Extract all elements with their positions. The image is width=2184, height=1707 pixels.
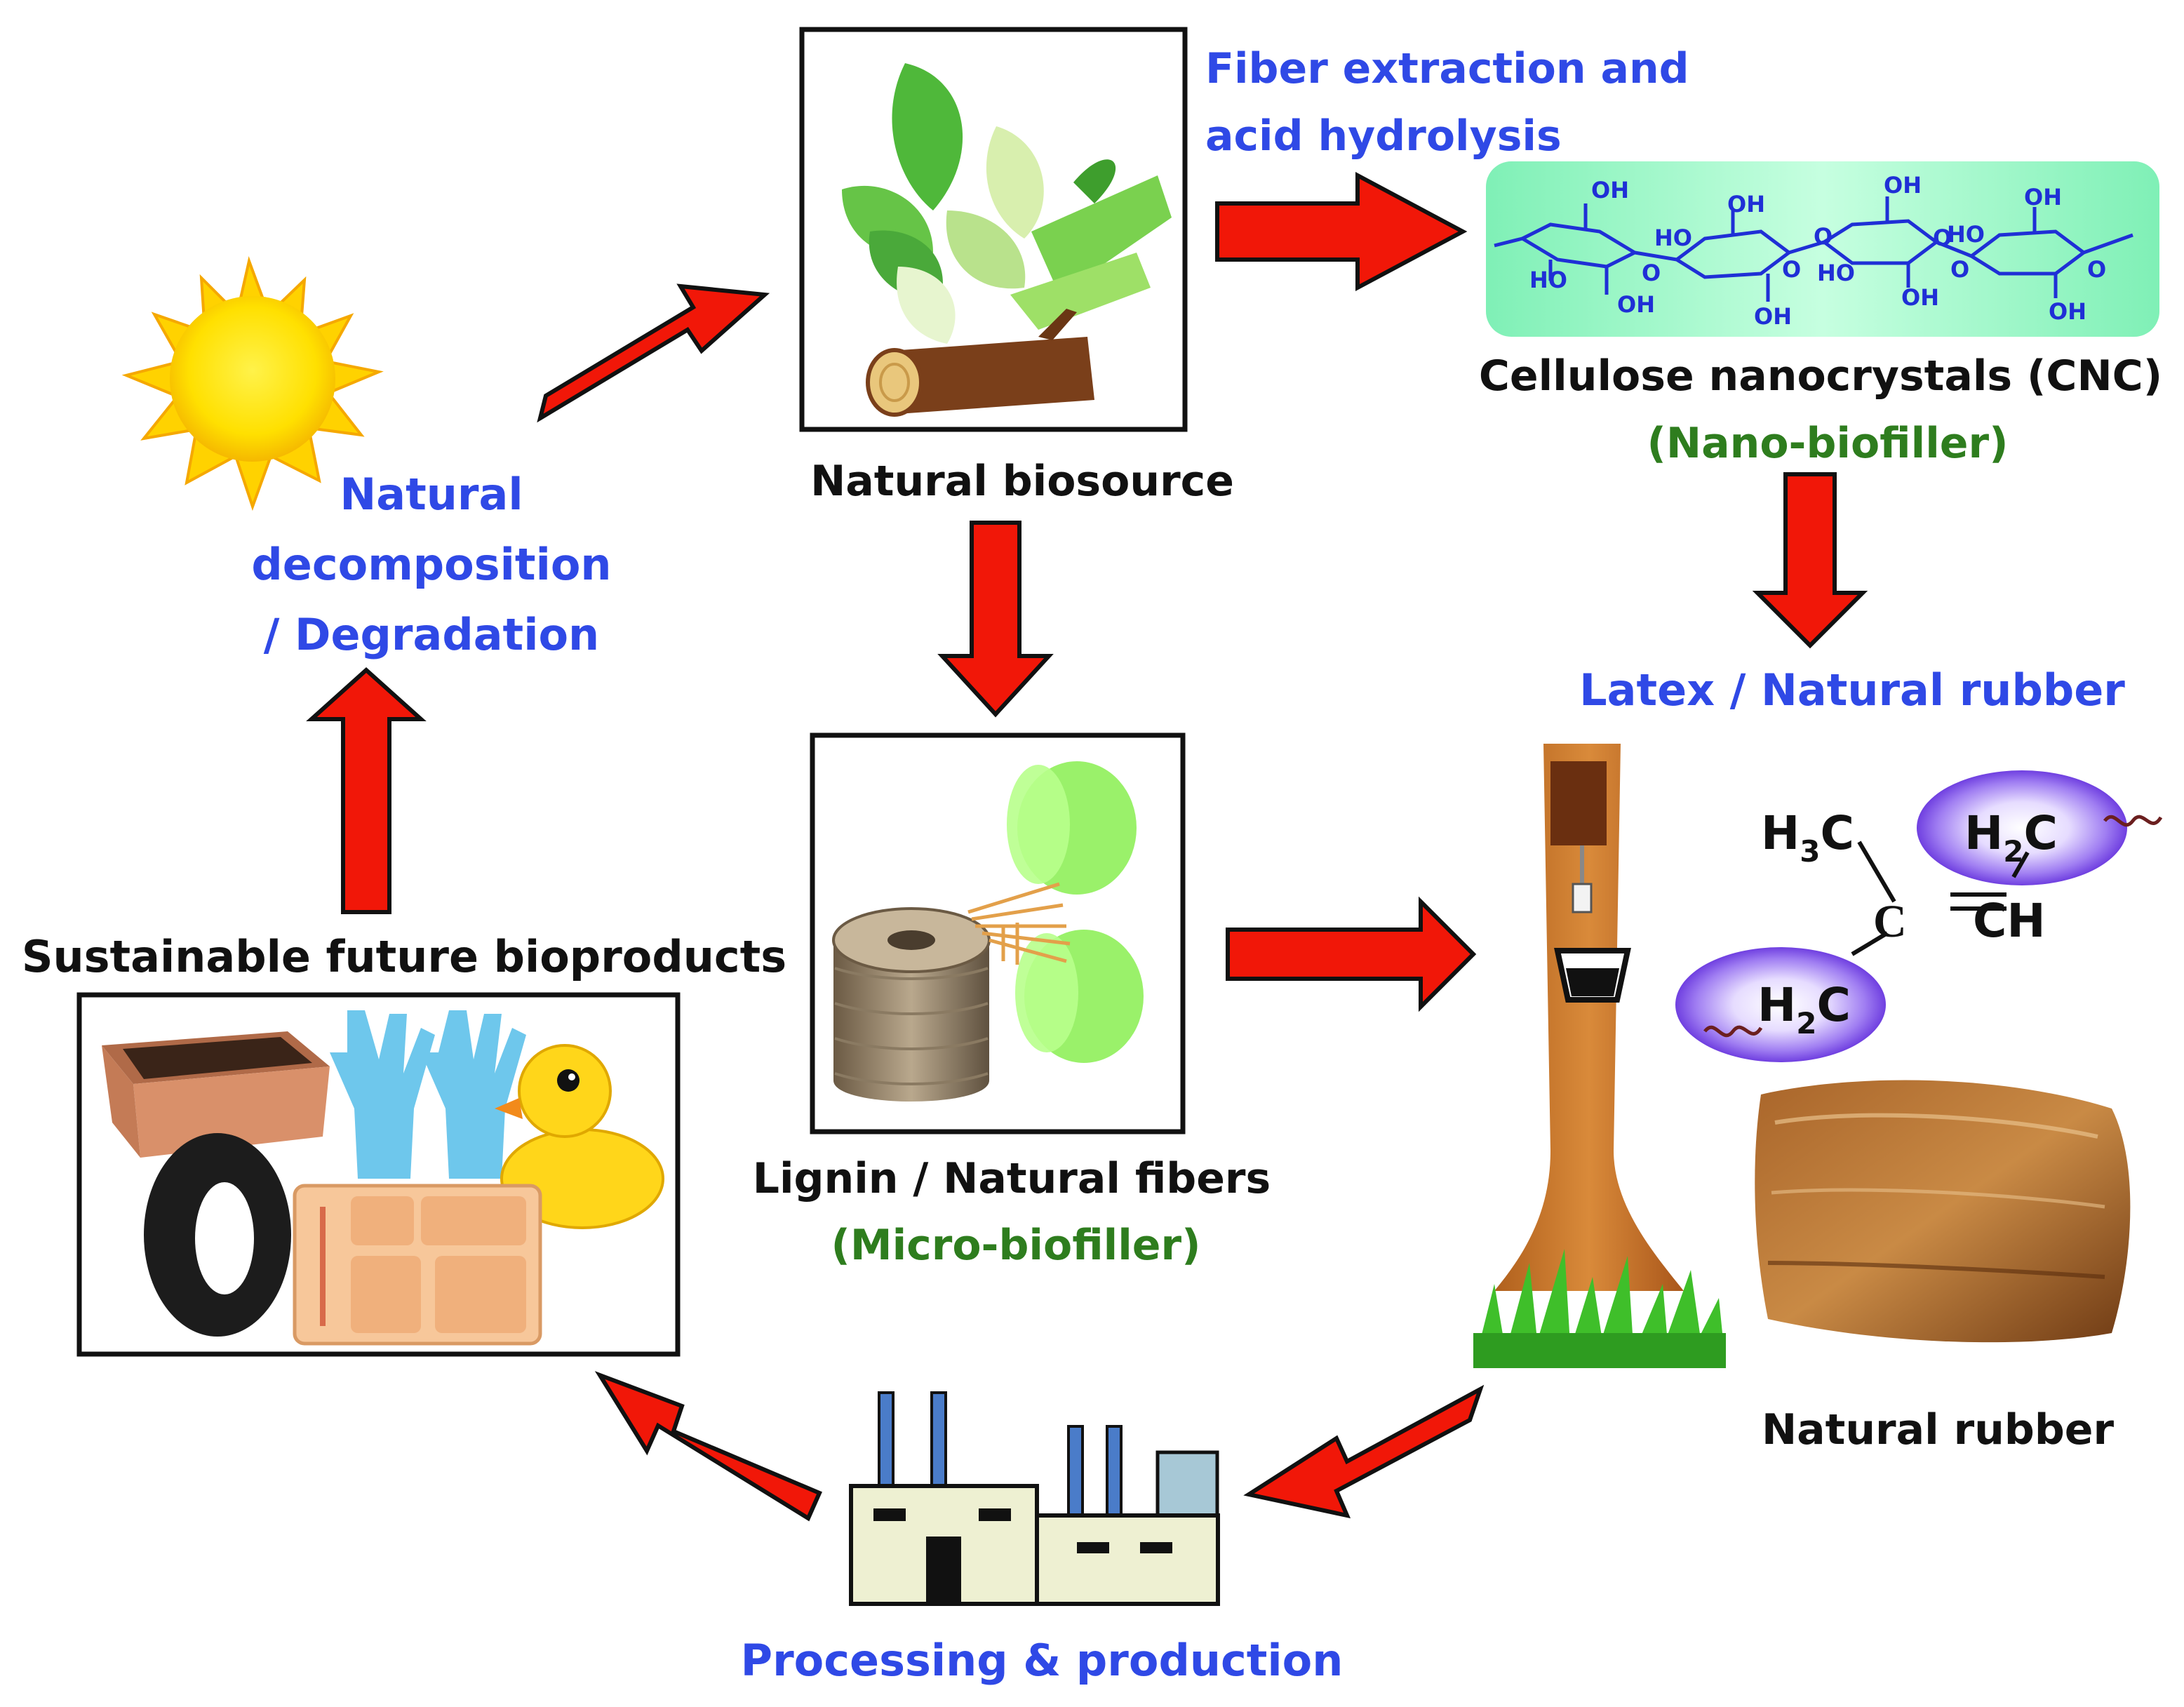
h3c-label: H3C	[1761, 806, 1854, 869]
fiber-extraction-label-line1: Fiber extraction and	[1205, 44, 1689, 93]
spool-illustration	[832, 907, 991, 1102]
decomposition-label-line2: decomposition	[251, 539, 611, 590]
arrow-factory-to-bioproducts	[594, 1371, 822, 1522]
oh-label: OH	[2024, 184, 2062, 210]
lignin-subtitle-label: (Micro-biofiller)	[831, 1221, 1200, 1270]
decomposition-label-line1: Natural	[340, 469, 523, 520]
oh-label: OH	[1901, 284, 1939, 311]
tire-icon	[144, 1133, 291, 1337]
bioproducts-box	[76, 992, 681, 1357]
o-label: O	[1782, 256, 1801, 283]
lignin-title-label: Lignin / Natural fibers	[753, 1154, 1271, 1203]
cnc-molecule-panel: OH HO HO OH O OH O OH O OH HO OH O HO OH…	[1486, 161, 2159, 337]
natural-rubber-block-illustration	[1755, 1080, 2131, 1343]
tap-cut	[1550, 761, 1607, 845]
arrow-biosource-to-fibers	[937, 521, 1054, 718]
oh-label: OH	[1884, 172, 1922, 199]
purple-glow-top	[1917, 770, 2127, 885]
oh-label: OH	[1591, 177, 1629, 203]
oh-label: OH	[1617, 291, 1655, 318]
arrow-fibers-to-latex	[1226, 896, 1477, 1012]
central-carbon-label: C	[1873, 896, 1907, 947]
leaves-illustration	[842, 63, 1172, 344]
latex-cup-icon	[1554, 948, 1631, 1003]
arrow-biosource-to-cnc	[1215, 172, 1468, 291]
o-label: O	[1814, 223, 1833, 250]
oh-label: OH	[1727, 191, 1765, 217]
sun-icon	[121, 255, 384, 511]
natural-fibers-box	[810, 732, 1186, 1134]
factory-icon	[849, 1391, 1220, 1606]
h2c-top-label: H2C	[1964, 806, 2058, 869]
oh-label: OH	[2049, 298, 2086, 325]
cnc-title-label: Cellulose nanocrystals (CNC)	[1479, 352, 2162, 401]
ch-label: CH	[1973, 894, 2046, 948]
natural-rubber-label: Natural rubber	[1762, 1405, 2115, 1454]
food-tray-icon	[293, 1184, 542, 1346]
fiber-cylinders-illustration	[967, 761, 1144, 1063]
h2c-bottom-label: H2C	[1757, 978, 1851, 1040]
rubber-tree-illustration	[1473, 744, 1726, 1368]
o-label: O	[1950, 256, 1969, 283]
o-label: O	[2087, 256, 2106, 283]
oh-label: OH	[1754, 303, 1792, 330]
arrows	[306, 172, 1868, 1522]
log-illustration	[866, 309, 1094, 417]
cnc-panel-background	[1486, 161, 2159, 337]
latex-label: Latex / Natural rubber	[1579, 664, 2125, 716]
natural-biosource-label: Natural biosource	[810, 457, 1234, 506]
arrow-tree-to-factory	[1243, 1384, 1485, 1519]
sustainable-products-label: Sustainable future bioproducts	[22, 931, 786, 982]
box-container-icon	[102, 1031, 330, 1158]
ho-label: HO	[1654, 225, 1692, 251]
ho-label: HO	[1947, 221, 1985, 248]
arrow-bioproducts-to-decomposition	[306, 667, 427, 914]
decomposition-label-line3: / Degradation	[264, 609, 599, 660]
arrow-cnc-to-latex	[1752, 472, 1868, 649]
processing-label: Processing & production	[741, 1635, 1344, 1686]
fiber-extraction-label-line2: acid hydrolysis	[1205, 112, 1562, 161]
cellulose-group-labels: OH HO HO OH O OH O OH O OH HO OH O HO OH…	[1529, 172, 2106, 330]
grass-icon	[1473, 1249, 1726, 1368]
gloves-icon	[330, 1010, 526, 1179]
ho-label: HO	[1817, 260, 1855, 286]
natural-biosource-box	[799, 27, 1188, 432]
o-label: O	[1642, 260, 1661, 286]
cnc-subtitle-label: (Nano-biofiller)	[1647, 419, 2008, 468]
o-label: O	[1933, 225, 1952, 251]
isoprene-structure: H3C H2C C CH H2C	[1675, 770, 2163, 1062]
arrow-decomposition-to-biosource	[537, 283, 770, 423]
ho-label: HO	[1529, 267, 1567, 293]
cellulose-structure-lines	[1494, 196, 2133, 302]
